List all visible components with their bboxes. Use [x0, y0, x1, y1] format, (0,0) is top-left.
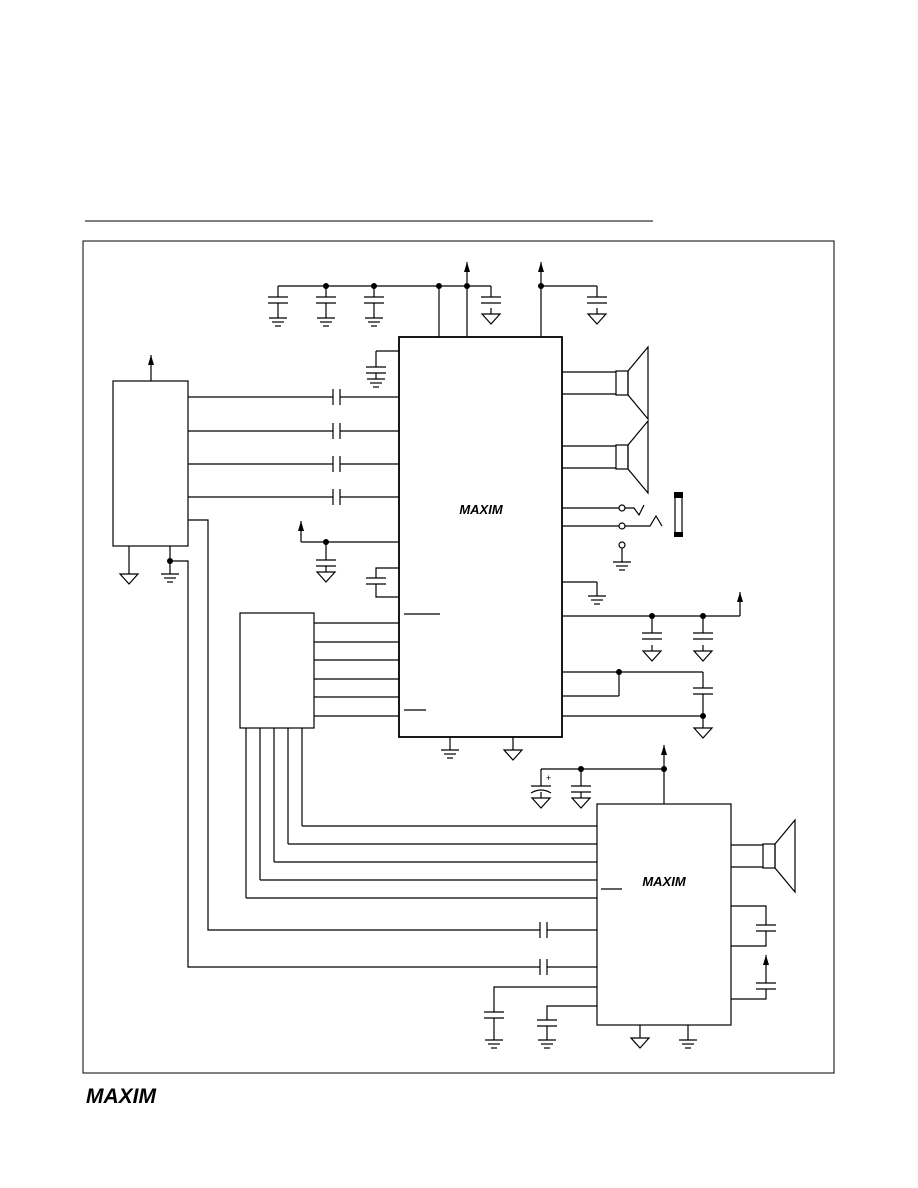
codec-block [112, 380, 189, 547]
bypass-cap-main-top [366, 350, 399, 388]
main-chip-logo: MAXIM [459, 502, 504, 517]
footer-logo-text: MAXIM [86, 1085, 157, 1108]
right-supply [562, 591, 744, 662]
amp-supply: + [530, 744, 668, 809]
speaker-left [562, 346, 649, 420]
polarity-plus: + [546, 773, 551, 783]
speaker-right [562, 420, 649, 494]
flying-cap [366, 567, 399, 598]
headphone-jack [562, 492, 683, 571]
chip-ground-right [562, 581, 607, 605]
amp-right-caps [731, 905, 776, 1000]
amp-bypass-caps [484, 986, 597, 1049]
control-bus [314, 622, 399, 717]
amp-chip-logo: MAXIM [642, 874, 687, 889]
controller-block [239, 612, 315, 729]
amp-chip [596, 803, 732, 1026]
amp-input-caps [170, 519, 597, 975]
main-chip-logo-text: MAXIM [459, 502, 504, 517]
amp-speaker [731, 819, 796, 893]
top-supply-rail [268, 261, 607, 337]
amp-control-wires [245, 728, 597, 899]
amp-chip-logo-text: MAXIM [642, 874, 687, 889]
coupling-caps [188, 389, 399, 505]
charge-pump-cap [562, 669, 713, 739]
main-chip [398, 336, 563, 738]
diagram-frame [82, 240, 835, 1074]
footer-logo: MAXIM [86, 1085, 157, 1108]
left-supply-cap [297, 520, 399, 583]
